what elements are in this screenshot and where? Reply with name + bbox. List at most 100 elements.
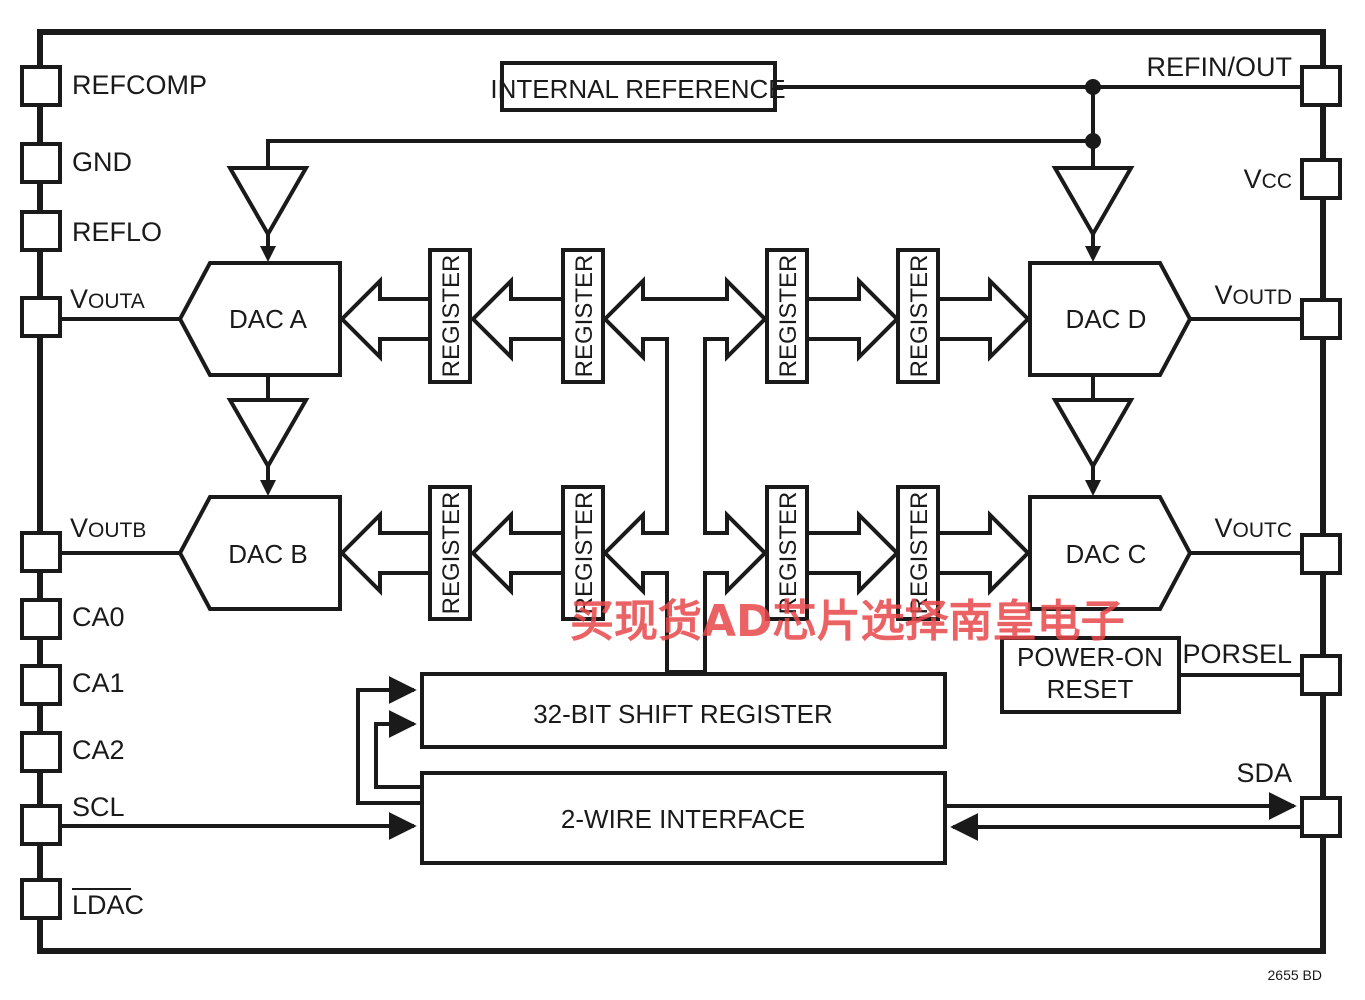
label-gnd: GND	[72, 147, 132, 177]
label-reflo: REFLO	[72, 217, 162, 247]
label-ca0: CA0	[72, 602, 125, 632]
label-voutd-sub: OUTD	[1233, 286, 1293, 309]
bus-arrow	[470, 276, 565, 362]
label-voutc: VOUTC	[1214, 513, 1292, 543]
register-box	[896, 485, 940, 621]
feedback-path-inner	[374, 710, 422, 789]
pin-ca2	[20, 731, 62, 773]
pin-sda	[1300, 796, 1342, 838]
dac-output-wires	[60, 317, 1302, 555]
power-on-reset-line1: POWER-ON	[1017, 642, 1163, 672]
pin-voutc	[1300, 533, 1342, 575]
bus-arrow	[805, 510, 900, 596]
register-label: REGISTER	[775, 255, 802, 378]
pin-scl	[20, 804, 62, 846]
label-voutd-main: V	[1214, 280, 1232, 310]
bus-arrow	[339, 510, 432, 596]
bus-arrow	[339, 276, 432, 362]
chip-outline	[37, 29, 1326, 954]
pin-vcc	[1300, 158, 1342, 200]
dac-d-shape	[1028, 261, 1193, 377]
junction-dot	[1085, 79, 1101, 95]
label-voutc-main: V	[1214, 513, 1232, 543]
register-box	[561, 248, 605, 384]
feedback-path-outer	[356, 676, 422, 805]
buffer-arrowheads	[260, 246, 1101, 496]
register-box	[561, 485, 605, 621]
label-ca2: CA2	[72, 735, 125, 765]
register-labels: REGISTER REGISTER REGISTER REGISTER REGI…	[438, 255, 933, 615]
label-vcc-main: V	[1244, 164, 1262, 194]
power-on-reset-line2: RESET	[1047, 674, 1134, 704]
bus-arrow	[805, 276, 900, 362]
register-label: REGISTER	[438, 255, 465, 378]
dac-a-label: DAC A	[229, 304, 308, 334]
shift-register-label: 32-BIT SHIFT REGISTER	[533, 699, 833, 729]
dac-c-shape	[1028, 495, 1193, 611]
reference-wiring	[266, 85, 1302, 168]
pin-voutb	[20, 531, 62, 573]
register-label: REGISTER	[906, 255, 933, 378]
label-ldac: LDAC	[72, 890, 144, 920]
label-vouta: VOUTA	[70, 284, 145, 314]
register-box	[765, 485, 809, 621]
label-sda: SDA	[1236, 758, 1292, 788]
buffer-a-top	[226, 166, 310, 239]
register-label: REGISTER	[906, 492, 933, 615]
pin-reflo	[20, 210, 62, 252]
central-bus	[602, 276, 768, 674]
buffer-dc	[1051, 398, 1135, 471]
register-label: REGISTER	[438, 492, 465, 615]
figure-id: 2655 BD	[1268, 967, 1322, 983]
label-ca1: CA1	[72, 668, 125, 698]
pin-refin-out	[1300, 65, 1342, 107]
dac-d-label: DAC D	[1066, 304, 1147, 334]
pin-vouta	[20, 296, 62, 338]
interface-wiring	[60, 676, 1302, 841]
buffer-ab	[226, 398, 310, 471]
bus-arrow	[936, 276, 1031, 362]
dac-b-shape	[177, 495, 342, 611]
register-label: REGISTER	[571, 255, 598, 378]
two-wire-interface-box	[420, 771, 947, 865]
label-refin-out: REFIN/OUT	[1147, 52, 1293, 82]
register-box	[428, 248, 472, 384]
internal-reference-label: INTERNAL REFERENCE	[490, 74, 785, 104]
dacs	[177, 261, 1193, 611]
dac-b-label: DAC B	[228, 539, 307, 569]
register-label: REGISTER	[571, 492, 598, 615]
label-vouta-main: V	[70, 284, 88, 314]
label-voutb-main: V	[70, 513, 88, 543]
internal-reference-box	[500, 61, 777, 112]
pin-refcomp	[20, 65, 62, 107]
watermark-text: 买现货AD芯片选择南皇电子	[570, 596, 1125, 647]
label-voutb: VOUTB	[70, 513, 146, 543]
two-wire-interface-label: 2-WIRE INTERFACE	[561, 804, 805, 834]
label-voutb-sub: OUTB	[88, 519, 146, 542]
pin-ca1	[20, 664, 62, 706]
left-pins	[20, 65, 62, 920]
pin-voutd	[1300, 298, 1342, 340]
pin-ca0	[20, 598, 62, 640]
bus-arrow	[470, 510, 565, 596]
dac-c-label: DAC C	[1066, 539, 1147, 569]
dac-a-shape	[177, 261, 342, 377]
right-pins	[1300, 65, 1342, 838]
label-voutd: VOUTD	[1214, 280, 1292, 310]
bus-arrow	[936, 510, 1031, 596]
registers	[428, 248, 940, 621]
label-refcomp: REFCOMP	[72, 70, 207, 100]
pin-porsel	[1300, 654, 1342, 696]
register-box	[428, 485, 472, 621]
shift-register-box	[420, 672, 947, 749]
label-vcc-sub: CC	[1262, 170, 1292, 193]
pin-ldac	[20, 878, 62, 920]
register-box	[896, 248, 940, 384]
label-scl: SCL	[72, 792, 125, 822]
buffer-d-top	[1051, 166, 1135, 239]
register-box	[765, 248, 809, 384]
label-vouta-sub: OUTA	[88, 290, 145, 313]
label-porsel: PORSEL	[1182, 639, 1292, 669]
pin-gnd	[20, 142, 62, 184]
